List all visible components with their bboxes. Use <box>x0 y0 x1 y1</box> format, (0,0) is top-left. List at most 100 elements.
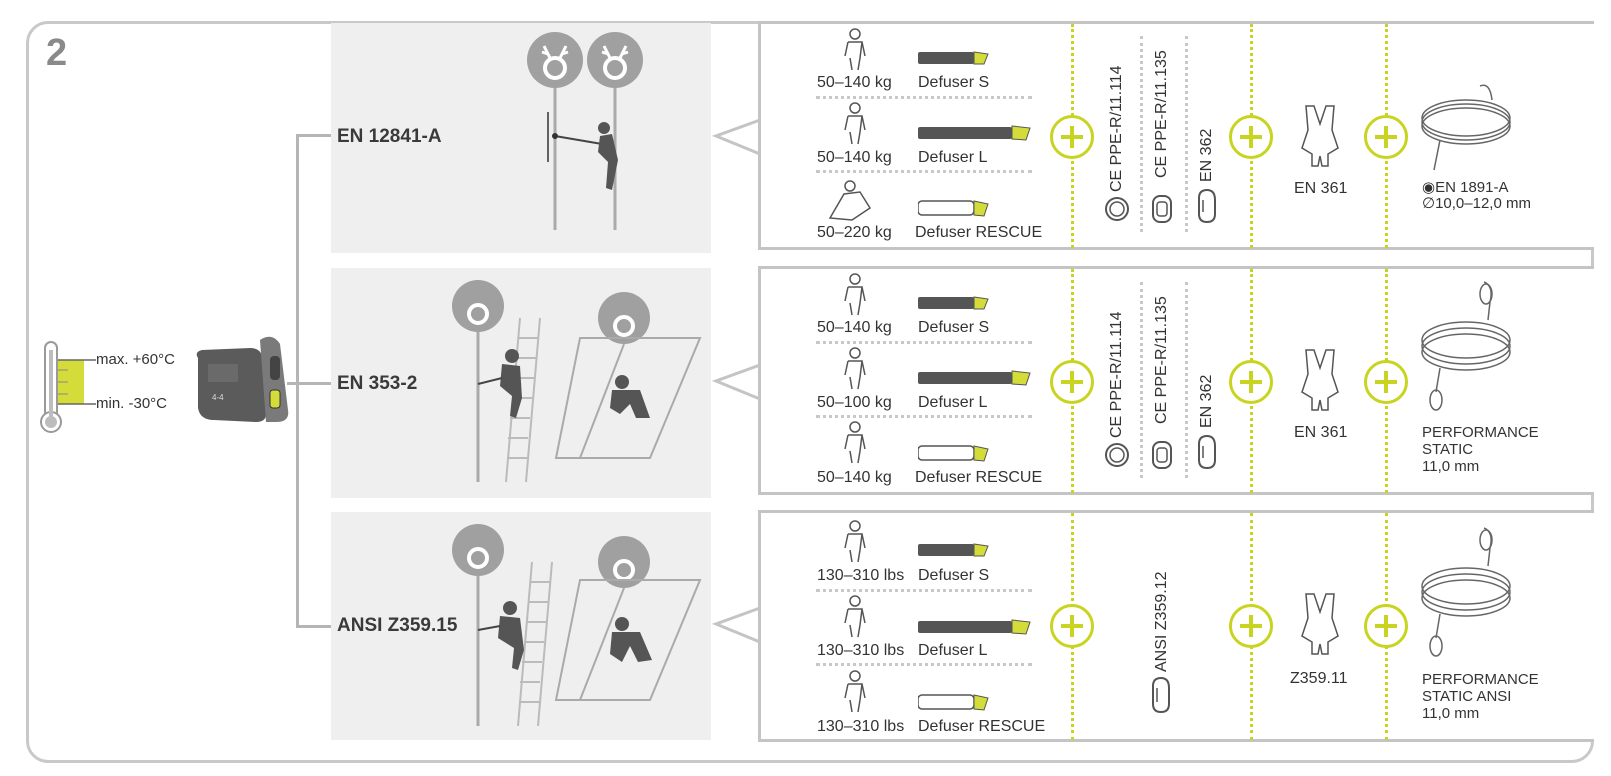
harness-standard: Z359.11 <box>1290 670 1348 687</box>
separator <box>1140 36 1143 232</box>
defuser-weight: 50–100 kg <box>817 394 892 411</box>
maillon-icon <box>1152 441 1172 469</box>
defuser-name: Defuser RESCUE <box>918 718 1046 735</box>
rope-coil-icon <box>1421 84 1511 171</box>
person-icon <box>844 421 866 464</box>
connector-standard: CE PPE-R/11.114 <box>1108 311 1125 438</box>
separator <box>816 415 1032 418</box>
defuser-weight: 50–140 kg <box>817 319 892 336</box>
row-box-2 <box>758 266 1594 495</box>
plus-icon <box>1050 115 1094 159</box>
defuser-weight: 50–220 kg <box>817 224 892 241</box>
defuser-name: Defuser L <box>918 149 988 166</box>
callout-pointers <box>711 118 761 644</box>
defuser-weight: 130–310 lbs <box>817 567 905 584</box>
temperature-max: max. +60°C <box>96 351 175 368</box>
rope-coil-icon <box>1421 527 1511 657</box>
plus-icon <box>1364 115 1408 159</box>
connector-standard: EN 362 <box>1198 128 1215 182</box>
connector-standard: CE PPE-R/11.135 <box>1153 50 1170 178</box>
rope-coil-icon <box>1421 281 1511 411</box>
connector-standard: CE PPE-R/11.114 <box>1108 65 1125 192</box>
standard-label-row2: EN 353-2 <box>337 373 418 394</box>
person-icon <box>844 102 866 145</box>
defuser-l-icon <box>918 125 1031 141</box>
defuser-weight: 50–140 kg <box>817 469 892 486</box>
connector-standard: EN 362 <box>1198 374 1215 428</box>
rope-standard-text: EN 1891-A <box>1435 179 1509 196</box>
defuser-name: Defuser L <box>918 642 988 659</box>
defuser-s-icon <box>918 543 989 557</box>
person-icon <box>844 28 866 71</box>
diameter-icon: ∅ <box>1422 195 1436 212</box>
plus-icon <box>1364 604 1408 648</box>
defuser-weight: 50–140 kg <box>817 74 892 91</box>
defuser-s-icon <box>918 296 989 310</box>
defuser-name: Defuser L <box>918 394 988 411</box>
defuser-rescue-icon <box>918 200 989 217</box>
carabiner-icon <box>1198 188 1216 224</box>
defuser-name: Defuser RESCUE <box>915 469 1043 486</box>
ring-icon <box>1105 197 1129 221</box>
rope-diameter-text: 10,0–12,0 mm <box>1435 195 1531 212</box>
person-icon <box>844 670 866 713</box>
ring-icon <box>1105 443 1129 467</box>
person-icon <box>844 347 866 390</box>
defuser-name: Defuser S <box>918 567 990 584</box>
carabiner-icon <box>1152 676 1170 714</box>
separator <box>816 341 1032 344</box>
separator <box>1185 36 1188 232</box>
thermometer-icon <box>40 341 96 433</box>
scenario-panel-rope-access <box>331 23 711 253</box>
rope-spec: PERFORMANCE STATIC ANSI 11,0 mm <box>1422 671 1539 722</box>
person-icon <box>844 273 866 316</box>
defuser-name: Defuser S <box>918 74 990 91</box>
separator <box>816 96 1032 99</box>
plus-icon <box>1050 360 1094 404</box>
rope-standard-icon: ◉ <box>1422 179 1436 196</box>
rope-spec: PERFORMANCE STATIC 11,0 mm <box>1422 424 1539 475</box>
connector-standard: ANSI Z359.12 <box>1153 571 1170 673</box>
plus-icon <box>1229 360 1273 404</box>
maillon-icon <box>1152 195 1172 223</box>
harness-standard: EN 361 <box>1294 424 1348 441</box>
standard-label-row1: EN 12841-A <box>337 126 442 147</box>
rope-standard: ◉EN 1891-A <box>1422 178 1508 196</box>
harness-standard: EN 361 <box>1294 180 1348 197</box>
tree-connector <box>287 382 299 385</box>
separator <box>816 589 1032 592</box>
tree-trunk <box>296 134 299 628</box>
section-number: 2 <box>46 32 68 74</box>
separator <box>1185 282 1188 478</box>
defuser-name: Defuser RESCUE <box>915 224 1043 241</box>
temperature-min: min. -30°C <box>96 395 168 412</box>
plus-icon <box>1050 604 1094 648</box>
harness-icon <box>1301 349 1339 411</box>
defuser-weight: 130–310 lbs <box>817 642 905 659</box>
separator <box>1140 282 1143 478</box>
defuser-l-icon <box>918 370 1031 386</box>
harness-icon <box>1301 593 1339 655</box>
rope-diameter: ∅10,0–12,0 mm <box>1422 194 1531 212</box>
ladder-scene-en-icon <box>452 280 702 483</box>
defuser-name: Defuser S <box>918 319 990 336</box>
ladder-scene-ansi-icon <box>452 524 702 727</box>
plus-icon <box>1229 115 1273 159</box>
connector-standard: CE PPE-R/11.135 <box>1153 296 1170 424</box>
plus-icon <box>1364 360 1408 404</box>
tree-branch-3 <box>296 625 332 628</box>
rope-access-scene-icon <box>527 32 643 230</box>
defuser-weight: 130–310 lbs <box>817 718 905 735</box>
person-icon <box>844 520 866 563</box>
harness-icon <box>1301 105 1339 167</box>
separator <box>816 663 1032 666</box>
carabiner-icon <box>1198 434 1216 470</box>
defuser-rescue-icon <box>918 694 989 711</box>
defuser-rescue-icon <box>918 445 989 462</box>
separator <box>816 170 1032 173</box>
tree-branch-1 <box>296 134 332 137</box>
rescue-person-icon <box>828 180 872 221</box>
row-box-3 <box>758 510 1594 742</box>
tree-branch-2 <box>296 382 332 385</box>
svg-text:4-4: 4-4 <box>212 393 224 402</box>
